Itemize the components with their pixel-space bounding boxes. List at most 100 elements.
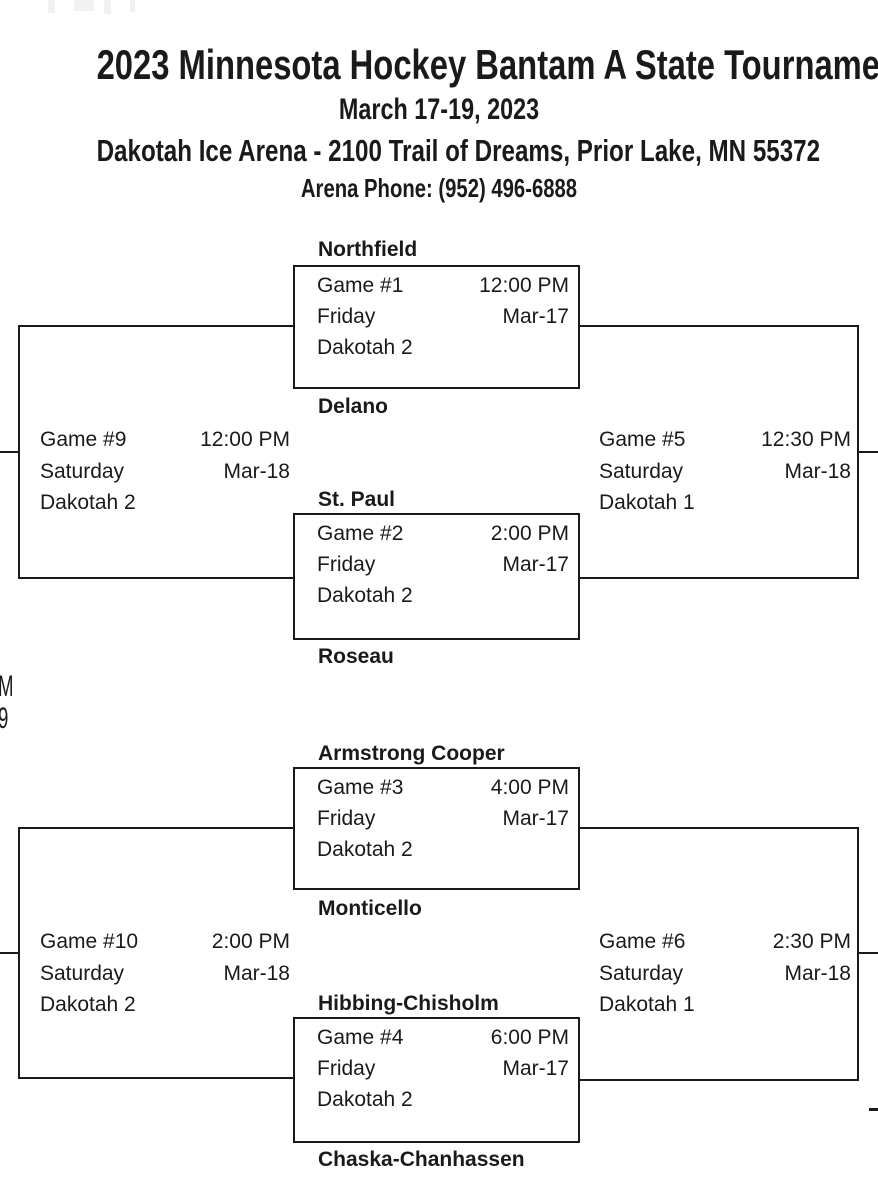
- game-row: Friday Mar-17: [317, 1053, 569, 1084]
- game-label: Game #9: [40, 428, 127, 451]
- bracket-line-game4-left: [18, 1077, 293, 1079]
- game-row: Dakotah 1: [599, 487, 851, 519]
- team-label-st-paul: St. Paul: [318, 488, 396, 511]
- cropped-text-artifact: [48, 0, 55, 13]
- team-label-northfield: Northfield: [318, 238, 418, 261]
- game-day: Saturday: [40, 961, 125, 985]
- game-row: Friday Mar-17: [317, 301, 569, 332]
- game-row: Saturday Mar-18: [599, 456, 851, 488]
- game-row: Dakotah 2: [40, 487, 290, 519]
- page-title: 2023 Minnesota Hockey Bantam A State Tou…: [96, 41, 878, 88]
- game-time: 4:00 PM: [490, 776, 569, 799]
- game-day: Saturday: [40, 459, 125, 483]
- game-day: Friday: [317, 553, 376, 576]
- game-row: Dakotah 2: [317, 332, 569, 363]
- team-label-chaska-chanhassen: Chaska-Chanhassen: [318, 1148, 525, 1171]
- game-row: Friday Mar-17: [317, 549, 569, 580]
- game-3-box: Game #3 4:00 PM Friday Mar-17 Dakotah 2: [293, 767, 580, 890]
- cropped-text-artifact: [130, 0, 135, 12]
- game-row: Dakotah 2: [40, 989, 290, 1021]
- game-row: Friday Mar-17: [317, 803, 569, 834]
- game-2-box: Game #2 2:00 PM Friday Mar-17 Dakotah 2: [293, 513, 580, 640]
- game-row: Game #1 12:00 PM: [317, 270, 569, 301]
- cutoff-date-fragment: 9: [0, 704, 8, 734]
- tournament-dates: March 17-19, 2023: [338, 93, 540, 126]
- arena-phone: Arena Phone: (952) 496-6888: [300, 173, 578, 203]
- game-date: Mar-17: [502, 305, 569, 328]
- bracket-line-right-vertical-bottom: [857, 827, 859, 1081]
- game-rink: Dakotah 2: [40, 993, 136, 1016]
- bracket-line-right-edge-fragment: [869, 1108, 878, 1111]
- game-label: Game #1: [317, 274, 404, 297]
- game-date: Mar-18: [223, 961, 290, 985]
- team-label-roseau: Roseau: [318, 645, 394, 668]
- game-row: Dakotah 2: [317, 834, 569, 865]
- game-label: Game #3: [317, 776, 404, 799]
- game-date: Mar-17: [502, 1057, 569, 1080]
- game-row: Game #4 6:00 PM: [317, 1022, 569, 1053]
- bracket-line-game1-left: [18, 325, 293, 327]
- game-rink: Dakotah 2: [40, 491, 136, 514]
- game-6-info: Game #6 2:30 PM Saturday Mar-18 Dakotah …: [599, 926, 851, 1021]
- bracket-line-game10-stub: [0, 952, 18, 954]
- game-date: Mar-18: [784, 459, 851, 483]
- game-row: Game #6 2:30 PM: [599, 926, 851, 958]
- bracket-line-game3-right: [580, 827, 857, 829]
- cropped-text-artifact: [104, 0, 111, 14]
- game-date: Mar-17: [502, 553, 569, 576]
- game-rink: Dakotah 1: [599, 993, 695, 1016]
- bracket-line-game9-stub: [0, 451, 18, 453]
- game-day: Saturday: [599, 459, 684, 483]
- game-9-info: Game #9 12:00 PM Saturday Mar-18 Dakotah…: [40, 424, 290, 519]
- game-row: Dakotah 1: [599, 989, 851, 1021]
- bracket-line-game6-stub: [857, 952, 878, 954]
- game-row: Dakotah 2: [317, 580, 569, 611]
- game-row: Game #5 12:30 PM: [599, 424, 851, 456]
- game-label: Game #6: [599, 930, 686, 953]
- game-row: Dakotah 2: [317, 1084, 569, 1115]
- cutoff-time-fragment: M: [0, 672, 14, 702]
- game-row: Saturday Mar-18: [599, 958, 851, 990]
- game-label: Game #10: [40, 930, 139, 953]
- game-time: 12:30 PM: [761, 428, 851, 451]
- game-row: Saturday Mar-18: [40, 958, 290, 990]
- venue-address: Dakotah Ice Arena - 2100 Trail of Dreams…: [96, 133, 821, 168]
- game-row: Game #3 4:00 PM: [317, 772, 569, 803]
- bracket-line-game2-right: [580, 577, 857, 579]
- game-day: Friday: [317, 1057, 376, 1080]
- game-label: Game #4: [317, 1026, 404, 1049]
- game-time: 2:00 PM: [490, 522, 569, 545]
- game-10-info: Game #10 2:00 PM Saturday Mar-18 Dakotah…: [40, 926, 290, 1021]
- game-rink: Dakotah 1: [599, 491, 695, 514]
- team-label-hibbing-chisholm: Hibbing-Chisholm: [318, 992, 499, 1015]
- bracket-line-game4-right: [580, 1079, 857, 1081]
- game-date: Mar-18: [223, 459, 290, 483]
- team-label-armstrong-cooper: Armstrong Cooper: [318, 742, 505, 765]
- team-label-delano: Delano: [318, 395, 389, 418]
- game-date: Mar-17: [502, 807, 569, 830]
- game-time: 2:30 PM: [772, 930, 851, 953]
- game-date: Mar-18: [784, 961, 851, 985]
- bracket-line-left-vertical-bottom: [18, 827, 20, 1079]
- cropped-text-artifact: [74, 0, 94, 11]
- game-label: Game #5: [599, 428, 686, 451]
- game-rink: Dakotah 2: [317, 1088, 413, 1111]
- game-rink: Dakotah 2: [317, 336, 413, 359]
- bracket-line-game1-right: [580, 325, 857, 327]
- game-time: 2:00 PM: [211, 930, 290, 953]
- game-5-info: Game #5 12:30 PM Saturday Mar-18 Dakotah…: [599, 424, 851, 519]
- game-time: 6:00 PM: [490, 1026, 569, 1049]
- game-day: Friday: [317, 305, 376, 328]
- game-time: 12:00 PM: [479, 274, 569, 297]
- game-row: Game #2 2:00 PM: [317, 518, 569, 549]
- game-4-box: Game #4 6:00 PM Friday Mar-17 Dakotah 2: [293, 1017, 580, 1143]
- game-row: Saturday Mar-18: [40, 456, 290, 488]
- team-label-monticello: Monticello: [318, 897, 422, 920]
- game-label: Game #2: [317, 522, 404, 545]
- bracket-line-game3-left: [18, 827, 293, 829]
- game-1-box: Game #1 12:00 PM Friday Mar-17 Dakotah 2: [293, 265, 580, 389]
- bracket-line-game2-left: [18, 577, 293, 579]
- bracket-line-game5-stub: [857, 451, 878, 453]
- game-row: Game #9 12:00 PM: [40, 424, 290, 456]
